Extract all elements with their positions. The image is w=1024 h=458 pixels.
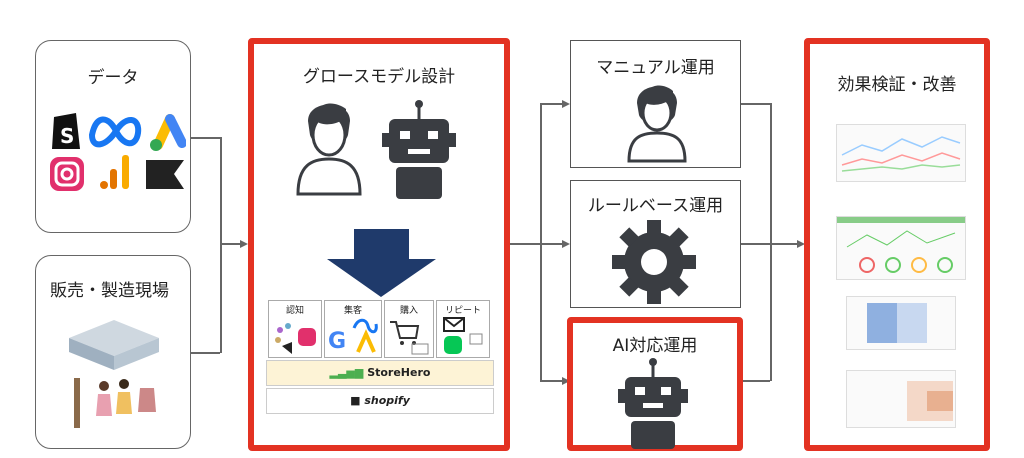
connector — [740, 103, 770, 105]
step-label: 集客 — [343, 306, 362, 316]
line-chart-thumbnail — [836, 124, 966, 182]
connector — [540, 103, 542, 381]
robot-icon — [618, 358, 688, 449]
meta-icon — [88, 116, 142, 148]
table-thumbnail — [846, 370, 956, 428]
data-source-icons: S — [50, 113, 186, 191]
instagram-icon — [50, 157, 84, 191]
manual-title: マニュアル運用 — [596, 58, 715, 78]
arrow-icon — [797, 240, 805, 248]
connector — [740, 380, 770, 382]
connector — [220, 243, 240, 245]
manual-operation-box: マニュアル運用 — [570, 40, 741, 168]
arrow-icon — [562, 100, 570, 108]
shop-staff-icon — [74, 378, 156, 428]
step-label: リピート — [444, 306, 481, 316]
step-label: 認知 — [285, 306, 304, 316]
step-repeat: リピート — [436, 300, 490, 358]
step-acquisition: 集客 G — [324, 300, 382, 358]
cohort-heatmap-thumbnail — [846, 296, 956, 350]
connector — [740, 243, 770, 245]
growth-title: グロースモデル設計 — [302, 67, 456, 87]
shopify-bar: ■ shopify — [266, 388, 494, 414]
factory-store-illustration — [69, 320, 159, 428]
connector — [770, 103, 772, 381]
connector — [190, 352, 220, 354]
google-ads-icon — [150, 114, 186, 151]
data-title: データ — [87, 68, 139, 88]
storehero-bar: ▂▃▅▆ StoreHero — [266, 360, 494, 386]
step-purchase: 購入 — [384, 300, 434, 358]
results-box: 効果検証・改善 — [804, 38, 990, 451]
connector — [220, 137, 222, 353]
down-arrow-icon — [327, 229, 436, 297]
storehero-label: StoreHero — [367, 366, 431, 379]
instagram-megaphone-icon — [275, 323, 316, 354]
svg-text:G: G — [328, 329, 346, 354]
dashboard-thumbnail — [836, 216, 966, 280]
arrow-icon — [562, 377, 570, 385]
person-icon — [296, 103, 362, 196]
klaviyo-icon — [146, 160, 184, 189]
svg-text:S: S — [60, 124, 74, 148]
mail-line-icon — [443, 317, 483, 354]
step-awareness: 認知 — [268, 300, 322, 358]
ai-title: AI対応運用 — [612, 336, 698, 356]
growth-model-box: グロースモデル設計 認知 集客 G 購入 リピート ▂▃▅▆ StoreHero… — [248, 38, 510, 451]
storehero-logo-icon: ▂▃▅▆ — [329, 366, 368, 379]
arrow-icon — [562, 240, 570, 248]
funnel-steps: 認知 集客 G 購入 リピート — [268, 300, 490, 358]
connector — [190, 137, 220, 139]
sales-title: 販売・製造現場 — [50, 281, 169, 301]
data-box: データ S — [35, 40, 191, 233]
connector — [770, 243, 798, 245]
shopify-label: shopify — [364, 394, 410, 407]
person-robot-illustration — [296, 100, 456, 199]
connector — [508, 243, 540, 245]
shopify-bag-icon: ■ — [350, 394, 365, 407]
connector — [540, 243, 562, 245]
cart-register-icon — [390, 321, 429, 355]
shopify-icon: S — [52, 113, 80, 149]
person-icon — [627, 85, 687, 163]
connector — [540, 103, 562, 105]
factory-icon — [69, 320, 159, 370]
google-meta-icon: G — [328, 318, 378, 354]
connector — [540, 380, 562, 382]
rule-title: ルールベース運用 — [587, 196, 724, 216]
rule-based-operation-box: ルールベース運用 — [570, 180, 741, 308]
robot-icon — [382, 100, 456, 199]
google-analytics-icon — [100, 155, 129, 189]
arrow-icon — [240, 240, 248, 248]
step-label: 購入 — [399, 306, 418, 316]
gear-icon — [612, 220, 696, 304]
results-title: 効果検証・改善 — [837, 75, 957, 95]
sales-site-box: 販売・製造現場 — [35, 255, 191, 449]
ai-operation-box: AI対応運用 — [567, 317, 743, 451]
